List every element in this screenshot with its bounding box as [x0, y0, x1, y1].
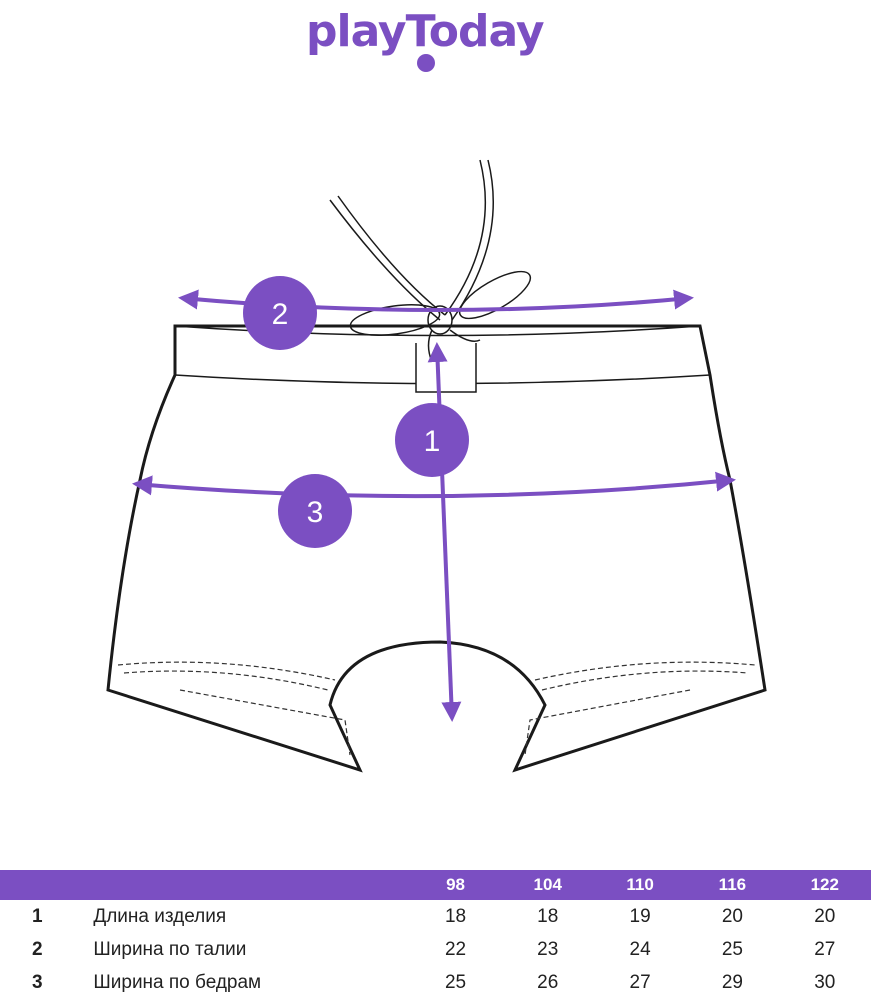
brand-logo-text: playToday: [306, 6, 545, 57]
table-cell: 30: [814, 971, 836, 993]
table-cell: 29: [721, 971, 743, 993]
row-number: 1: [32, 905, 43, 927]
table-cell: 20: [721, 905, 743, 927]
size-header: 116: [686, 870, 779, 900]
size-header: 98: [409, 870, 502, 900]
size-header: 110: [593, 870, 687, 900]
table-cell: 27: [814, 938, 836, 960]
header-blank: [0, 870, 90, 900]
size-header: 104: [501, 870, 594, 900]
hem-stitching: [117, 661, 756, 756]
table-cell: 22: [444, 938, 467, 960]
row-label: Длина изделия: [93, 905, 227, 927]
table-cell: 18: [444, 905, 467, 927]
row-number: 3: [32, 971, 43, 993]
brand-logo: playToday: [300, 0, 571, 80]
table-cell: 20: [814, 905, 836, 927]
table-cell: 24: [629, 938, 651, 960]
size-header-row: 98 104 110 116 122: [0, 870, 871, 900]
table-cell: 27: [629, 971, 651, 993]
table-cell: 23: [537, 938, 559, 960]
table-cell: 25: [721, 938, 743, 960]
size-header: 122: [778, 870, 871, 900]
header-blank-2: [89, 870, 410, 900]
table-cell: 19: [629, 905, 651, 927]
brand-logo-dot: [417, 54, 435, 72]
size-table: 98 104 110 116 122 1 Длина изделия 18 18…: [0, 870, 871, 999]
table-cell: 25: [444, 971, 467, 993]
row-number: 2: [32, 938, 43, 960]
row-label: Ширина по талии: [93, 938, 247, 960]
marker-2-label: 2: [272, 298, 289, 331]
table-row: 3 Ширина по бедрам 25 26 27 29 30: [0, 966, 871, 999]
marker-1-label: 1: [424, 425, 441, 458]
marker-1: 1: [395, 403, 469, 477]
table-cell: 18: [537, 905, 559, 927]
table-row: 1 Длина изделия 18 18 19 20 20: [0, 900, 871, 933]
marker-3-label: 3: [307, 496, 324, 529]
shorts-illustration: 1 2 3: [106, 159, 767, 773]
table-cell: 26: [537, 971, 559, 993]
marker-3: 3: [278, 474, 352, 548]
waistband-tab: [415, 343, 477, 393]
row-label: Ширина по бедрам: [93, 971, 262, 993]
marker-2: 2: [243, 276, 317, 350]
table-row: 2 Ширина по талии 22 23 24 25 27: [0, 933, 871, 966]
